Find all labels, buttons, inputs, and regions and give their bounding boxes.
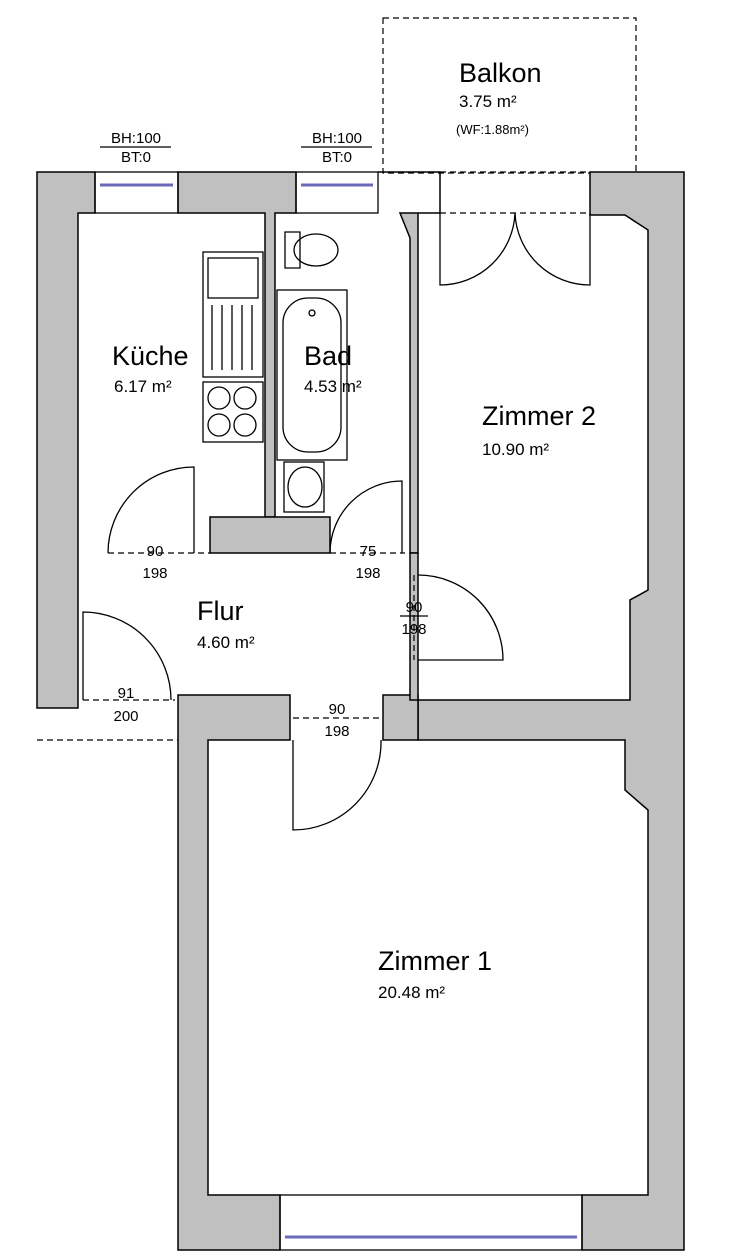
svg-text:10.90 m²: 10.90 m²	[482, 440, 549, 459]
svg-text:90: 90	[406, 599, 423, 616]
balcony-outline	[382, 17, 637, 174]
svg-text:Flur: Flur	[197, 596, 244, 626]
svg-text:BH:100: BH:100	[312, 130, 362, 147]
toilet	[284, 231, 339, 269]
svg-text:91: 91	[118, 685, 135, 702]
svg-text:Balkon: Balkon	[459, 58, 542, 88]
door-label-bath: 75 198	[355, 543, 380, 582]
door-label-zimmer-2: 90 198	[400, 599, 428, 638]
svg-text:Bad: Bad	[304, 341, 352, 371]
svg-text:(WF:1.88m²): (WF:1.88m²)	[456, 122, 529, 137]
door-label-entrance: 91 200	[113, 685, 138, 725]
window-bath	[295, 171, 379, 214]
svg-text:BT:0: BT:0	[322, 149, 352, 166]
svg-text:198: 198	[142, 565, 167, 582]
svg-text:20.48 m²: 20.48 m²	[378, 983, 445, 1002]
washbasin	[283, 461, 325, 513]
svg-text:90: 90	[329, 701, 346, 718]
svg-text:198: 198	[355, 565, 380, 582]
window-label-kitchen: BH:100 BT:0	[100, 130, 171, 166]
window-zimmer-1	[279, 1194, 583, 1251]
svg-text:75: 75	[360, 543, 377, 560]
svg-text:6.17 m²: 6.17 m²	[114, 377, 172, 396]
door-bath[interactable]	[329, 480, 405, 554]
room-flur: Flur 4.60 m²	[197, 596, 255, 652]
svg-text:3.75 m²: 3.75 m²	[459, 92, 517, 111]
svg-text:Küche: Küche	[112, 341, 189, 371]
door-zimmer-2[interactable]	[413, 574, 504, 661]
room-bad: Bad 4.53 m²	[304, 341, 362, 396]
door-entrance[interactable]	[37, 611, 178, 741]
svg-text:Zimmer 2: Zimmer 2	[482, 401, 596, 431]
bathtub	[276, 289, 348, 461]
room-zimmer-1: Zimmer 1 20.48 m²	[378, 946, 492, 1002]
door-kitchen[interactable]	[107, 466, 210, 554]
room-balkon: Balkon 3.75 m² (WF:1.88m²)	[456, 58, 542, 137]
door-label-zimmer-1: 90 198	[324, 701, 349, 740]
svg-text:4.53 m²: 4.53 m²	[304, 377, 362, 396]
room-zimmer-2: Zimmer 2 10.90 m²	[482, 401, 596, 459]
kitchen-stove	[202, 381, 264, 443]
svg-text:200: 200	[113, 708, 138, 725]
window-kitchen	[94, 171, 179, 214]
svg-text:198: 198	[401, 621, 426, 638]
svg-text:BT:0: BT:0	[121, 149, 151, 166]
svg-text:90: 90	[147, 543, 164, 560]
door-zimmer-1[interactable]	[292, 717, 382, 831]
balcony-door	[439, 171, 591, 286]
door-label-kitchen: 90 198	[142, 543, 167, 582]
kitchen-sink	[202, 251, 264, 378]
svg-text:BH:100: BH:100	[111, 130, 161, 147]
svg-text:198: 198	[324, 723, 349, 740]
room-kueche: Küche 6.17 m²	[112, 341, 189, 396]
svg-text:4.60 m²: 4.60 m²	[197, 633, 255, 652]
svg-text:Zimmer 1: Zimmer 1	[378, 946, 492, 976]
window-label-bath: BH:100 BT:0	[301, 130, 372, 166]
